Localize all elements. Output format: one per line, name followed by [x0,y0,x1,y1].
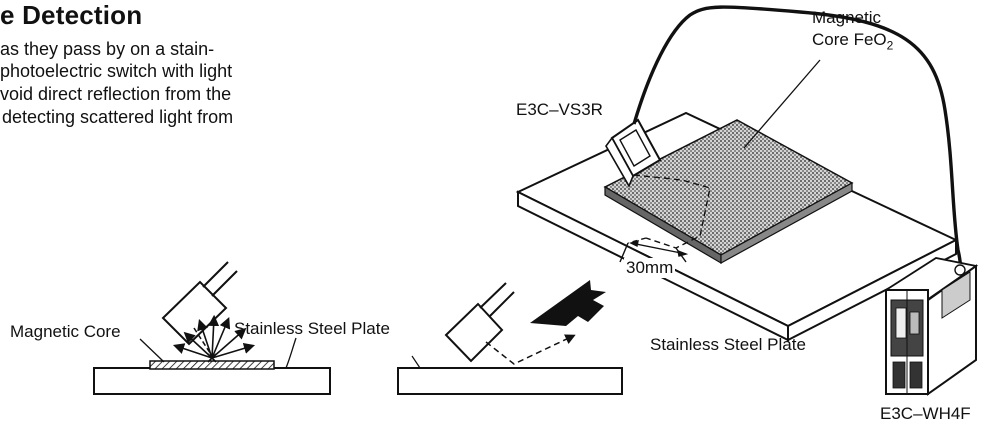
sensor-head-label: E3C–VS3R [516,100,603,119]
core-left-label: Magnetic Core [10,322,121,341]
description-line-1: as they pass by on a stain- [0,39,215,59]
sensor-head-icon [605,118,662,188]
detection-zone [619,174,711,263]
left-steel-plate [93,367,331,395]
distance-label: 30mm [624,258,676,278]
core-leader-line [743,59,821,149]
reflected-light-path [485,334,576,365]
plate-left-label: Stainless Steel Plate [234,319,390,338]
scatter-point-icon [207,353,217,363]
description-line-4: detecting scattered light from [2,107,234,127]
core-formula-label: Core FeO2 [812,30,894,53]
description-line-3: void direct reflection from the [0,84,232,104]
middle-sensor-icon [444,282,515,363]
middle-plate-leader [411,355,421,369]
left-plate-leader [285,337,297,369]
scattered-light-arrows [172,314,256,359]
section-title: e Detection [0,0,143,30]
transition-arrow-icon [530,280,606,326]
left-sensor-icon [161,261,238,346]
amplifier-unit-icon [883,257,979,396]
fiber-cable [632,5,963,269]
left-magnetic-core [149,360,275,370]
middle-steel-plate [397,367,623,395]
plate-right-label: Stainless Steel Plate [650,335,806,354]
magnetic-core-block [603,119,854,265]
description-line-2: photoelectric switch with light [0,61,233,81]
left-core-leader [139,338,165,363]
core-name-label: Magnetic [812,8,881,27]
amplifier-label: E3C–WH4F [880,404,971,423]
